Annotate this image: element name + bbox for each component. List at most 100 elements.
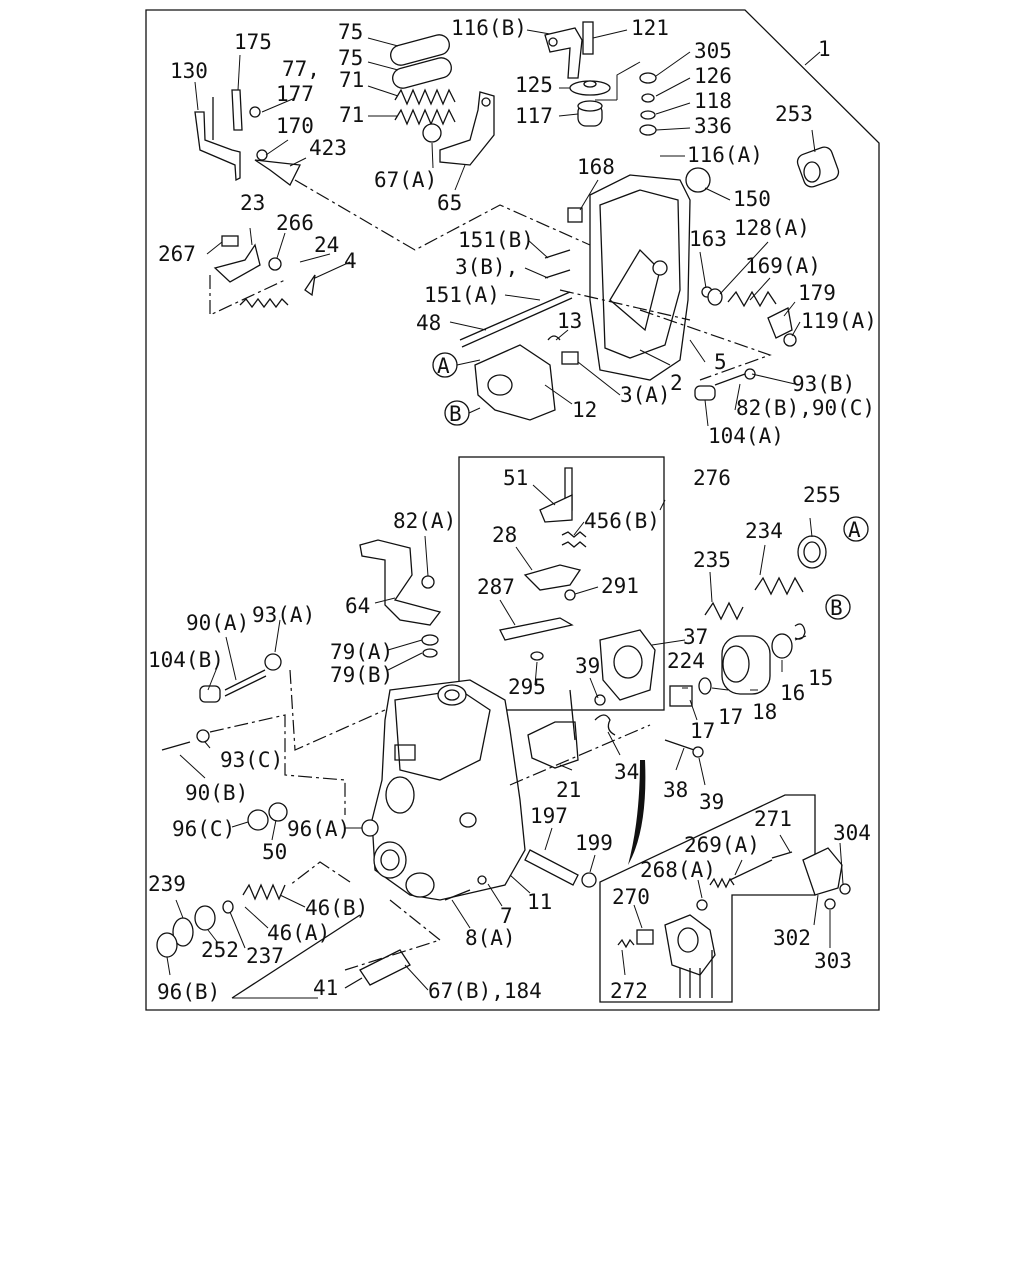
callout-82b-90c: 82(B),90(C) [736,396,875,420]
callout-50: 50 [262,840,287,864]
callout-269a: 269(A) [684,833,760,857]
callout-305: 305 [694,39,732,63]
reference-marker-a-top: A [432,352,458,378]
callout-271: 271 [754,807,792,831]
callout-104b: 104(B) [148,648,224,672]
callout-16: 16 [780,681,805,705]
callout-24: 24 [314,233,339,257]
callout-151b: 151(B) [458,228,534,252]
svg-text:A: A [848,518,861,542]
callout-82a: 82(A) [393,509,456,533]
callout-8a: 8(A) [465,926,516,950]
callout-303: 303 [814,949,852,973]
callout-267: 267 [158,242,196,266]
callout-116b: 116(B) [451,16,527,40]
callout-304: 304 [833,821,871,845]
callout-252: 252 [201,938,239,962]
callout-291: 291 [601,574,639,598]
callout-39a: 39 [575,654,600,678]
callout-37: 37 [683,625,708,649]
reference-marker-b-mid: B [825,594,851,620]
callout-17a: 17 [690,719,715,743]
callout-163: 163 [689,227,727,251]
callout-168: 168 [577,155,615,179]
callout-28: 28 [492,523,517,547]
callout-104a: 104(A) [708,424,784,448]
callout-93c: 93(C) [220,748,283,772]
callout-266: 266 [276,211,314,235]
subassembly-box-276 [458,456,665,711]
callout-77: 77, [282,57,320,81]
detail-arrow [628,760,646,865]
callout-7: 7 [500,904,513,928]
callout-125: 125 [515,73,553,97]
callout-1: 1 [818,37,831,61]
callout-17b: 17 [718,705,743,729]
callout-34: 34 [614,760,639,784]
callout-11: 11 [527,890,552,914]
callout-2: 2 [670,371,683,395]
callout-75b: 75 [338,46,363,70]
callout-117: 117 [515,104,553,128]
callout-48: 48 [416,311,441,335]
callout-118: 118 [694,89,732,113]
svg-text:A: A [437,354,450,378]
callout-46a: 46(A) [267,921,330,945]
callout-130: 130 [170,59,208,83]
reference-marker-b-top: B [444,400,470,426]
callout-423: 423 [309,136,347,160]
callout-150: 150 [733,187,771,211]
governor-housing [589,174,691,381]
callout-41: 41 [313,976,338,1000]
callout-79a: 79(A) [330,640,393,664]
leader-lines [166,29,844,991]
callout-64: 64 [345,594,370,618]
callout-456b: 456(B) [584,509,660,533]
callout-116a: 116(A) [687,143,763,167]
callout-4: 4 [344,249,357,273]
callout-276: 276 [693,466,731,490]
callout-15: 15 [808,666,833,690]
reference-marker-a-mid: A [843,516,869,542]
callout-272: 272 [610,979,648,1003]
callout-197: 197 [530,804,568,828]
callout-235: 235 [693,548,731,572]
callout-175: 175 [234,30,272,54]
callout-3b: 3(B), [455,255,518,279]
callout-234: 234 [745,519,783,543]
callout-302: 302 [773,926,811,950]
callout-151a: 151(A) [424,283,500,307]
callout-295: 295 [508,675,546,699]
callout-21: 21 [556,778,581,802]
callout-3a: 3(A) [620,383,671,407]
callout-18: 18 [752,700,777,724]
callout-5: 5 [714,350,727,374]
callout-96c: 96(C) [172,817,235,841]
callout-170: 170 [276,114,314,138]
callout-65: 65 [437,191,462,215]
callout-128a: 128(A) [734,216,810,240]
callout-126: 126 [694,64,732,88]
callout-67a: 67(A) [374,168,437,192]
callout-268a: 268(A) [640,858,716,882]
svg-text:B: B [830,596,843,620]
callout-255: 255 [803,483,841,507]
callout-46b: 46(B) [305,896,368,920]
callout-179: 179 [798,281,836,305]
callout-121: 121 [631,16,669,40]
callout-336: 336 [694,114,732,138]
callout-51: 51 [503,466,528,490]
callout-labels: 1 2 3(A) 3(B), 4 5 7 8(A) 11 12 13 15 16… [148,16,877,1004]
callout-93b: 93(B) [792,372,855,396]
callout-253: 253 [775,102,813,126]
callout-75a: 75 [338,20,363,44]
callout-224: 224 [667,649,705,673]
callout-71a: 71 [339,68,364,92]
callout-67b-184: 67(B),184 [428,979,542,1003]
callout-119a: 119(A) [801,309,877,333]
callout-96a: 96(A) [287,817,350,841]
callout-90a: 90(A) [186,611,249,635]
callout-71b: 71 [339,103,364,127]
svg-text:B: B [449,402,462,426]
